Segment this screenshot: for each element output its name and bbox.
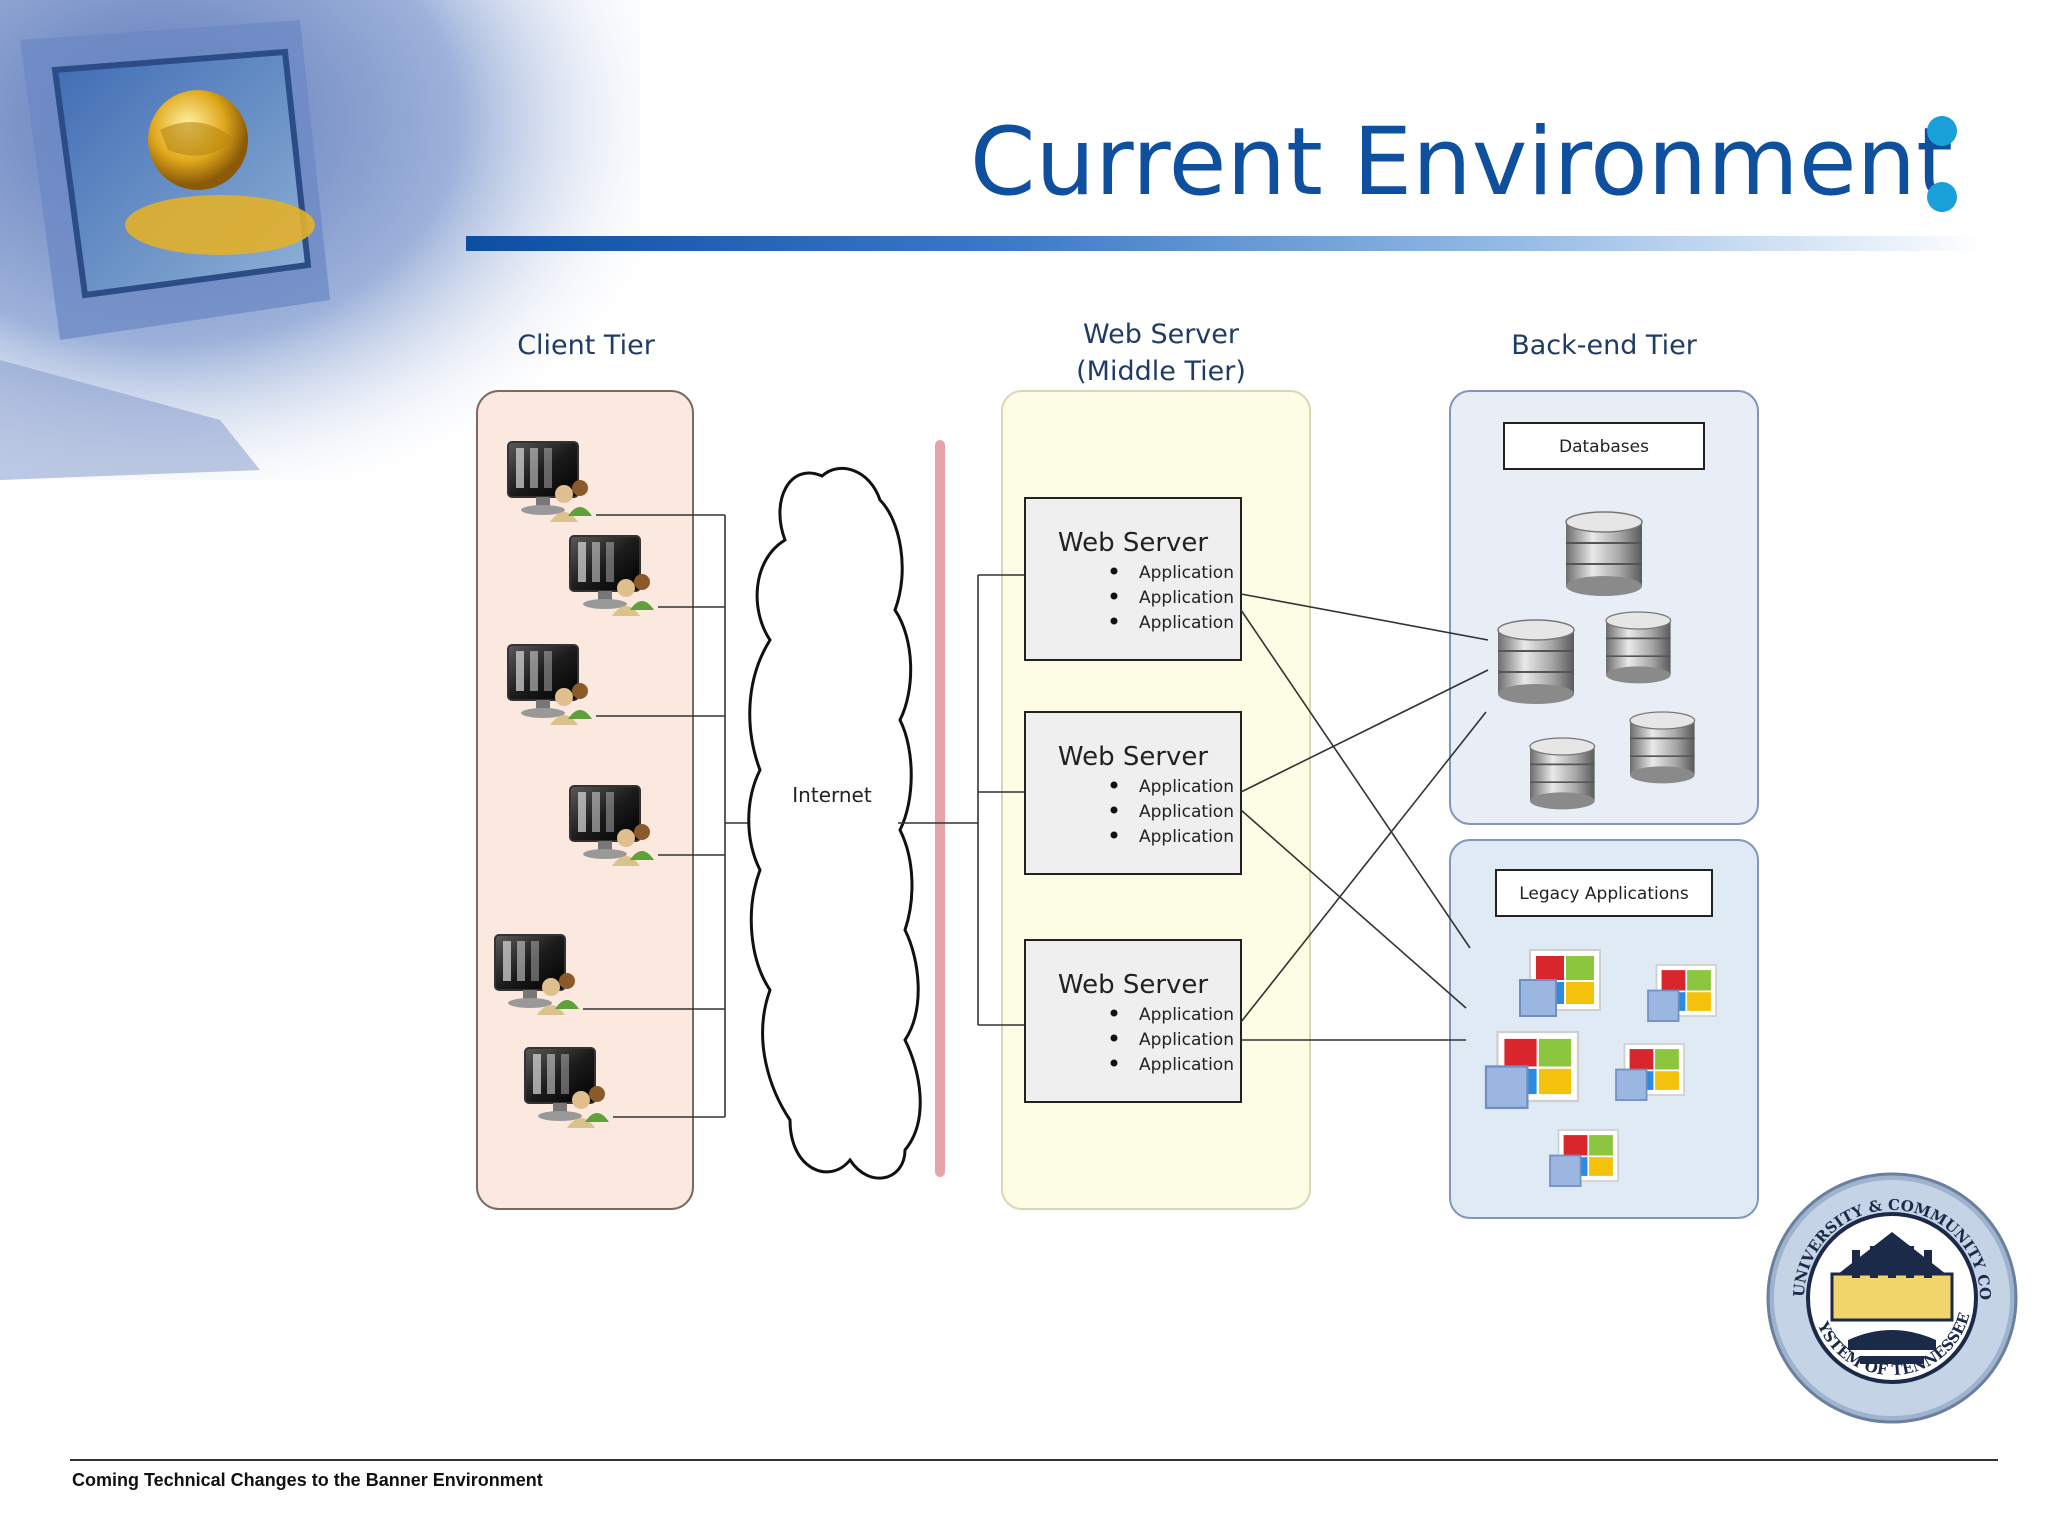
- internet-cloud: [747, 466, 922, 1180]
- web-server-title: Web Server: [1058, 742, 1209, 772]
- application-item: Application: [1139, 827, 1234, 847]
- database-icon: [1497, 619, 1575, 705]
- legacy-apps-panel: [1449, 839, 1759, 1219]
- title-colon-dots: [1927, 116, 1957, 212]
- application-item: Application: [1139, 563, 1234, 583]
- legacy-label-box: [1495, 869, 1713, 917]
- client-tier-heading: Client Tier: [517, 330, 656, 361]
- legacy-application-icon: [1484, 1030, 1580, 1110]
- legacy-applications-label: Legacy Applications: [1519, 884, 1689, 904]
- client-connectors: [583, 514, 757, 1118]
- slide-title: Current Environment: [969, 108, 1953, 217]
- application-item: Application: [1139, 588, 1234, 608]
- firewall-bar: [935, 440, 945, 1177]
- university-system-seal: STATE UNIVERSITY & COMMUNITY COLLEGE SYS…: [1764, 1170, 2018, 1424]
- web-server-title: Web Server: [1058, 970, 1209, 1000]
- footer-rule: [70, 1459, 1998, 1461]
- webserver-to-backend-connectors: [1240, 593, 1489, 1041]
- legacy-application-icon: [1647, 964, 1717, 1022]
- internet-to-webserver-connectors: [898, 574, 1025, 1026]
- application-item: Application: [1139, 802, 1234, 822]
- backend-tier-heading: Back-end Tier: [1511, 330, 1698, 361]
- middle-tier-heading-line2: (Middle Tier): [1076, 356, 1246, 387]
- databases-label: Databases: [1559, 437, 1649, 457]
- application-item: Application: [1139, 777, 1234, 797]
- web-server-box: Web Server Application Application Appli…: [1024, 711, 1242, 875]
- database-icon: [1605, 611, 1672, 685]
- middle-tier-heading-line1: Web Server: [1083, 319, 1240, 350]
- web-server-box: Web Server Application Application Appli…: [1024, 939, 1242, 1103]
- databases-label-box: [1503, 422, 1705, 470]
- database-icon: [1629, 711, 1696, 785]
- web-server-title: Web Server: [1058, 528, 1209, 558]
- application-item: Application: [1139, 1005, 1234, 1025]
- legacy-application-icon: [1519, 949, 1601, 1017]
- title-gradient-rule: [466, 236, 1986, 251]
- footer-text: Coming Technical Changes to the Banner E…: [72, 1470, 543, 1490]
- database-icon: [1529, 737, 1596, 811]
- application-item: Application: [1139, 1055, 1234, 1075]
- legacy-application-icon: [1549, 1129, 1619, 1187]
- database-icon: [1565, 511, 1643, 597]
- legacy-application-icon: [1615, 1043, 1685, 1101]
- internet-label: Internet: [792, 783, 872, 807]
- web-server-box: Web Server Application Application Appli…: [1024, 497, 1242, 661]
- application-item: Application: [1139, 1030, 1234, 1050]
- application-item: Application: [1139, 613, 1234, 633]
